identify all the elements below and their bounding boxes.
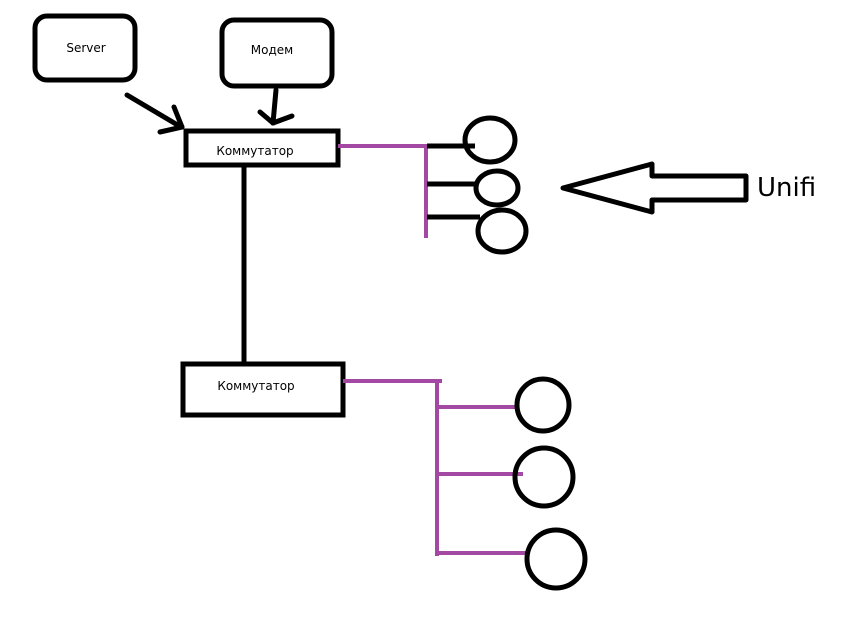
device-1 [514, 376, 572, 434]
device-2 [512, 445, 576, 509]
switch-bottom-node [180, 361, 346, 418]
arrow-server-to-switch [124, 92, 185, 135]
device-3 [524, 527, 588, 591]
modem-label: Модем [250, 43, 294, 57]
unifi-ap-2 [473, 168, 521, 208]
server-label: Server [66, 41, 106, 55]
switch-bottom-label: Коммутатор [217, 379, 295, 393]
server-node [32, 13, 138, 83]
arrow-modem-to-switch [257, 87, 295, 126]
bottom-bus [343, 379, 526, 556]
unifi-ap-1 [462, 115, 518, 165]
unifi-arrow [560, 161, 749, 215]
switch-top-label: Коммутатор [216, 144, 294, 158]
unifi-ap-3 [475, 207, 529, 255]
modem-node [219, 17, 335, 89]
unifi-label: Unifi [757, 173, 817, 203]
top-bus [338, 144, 428, 238]
